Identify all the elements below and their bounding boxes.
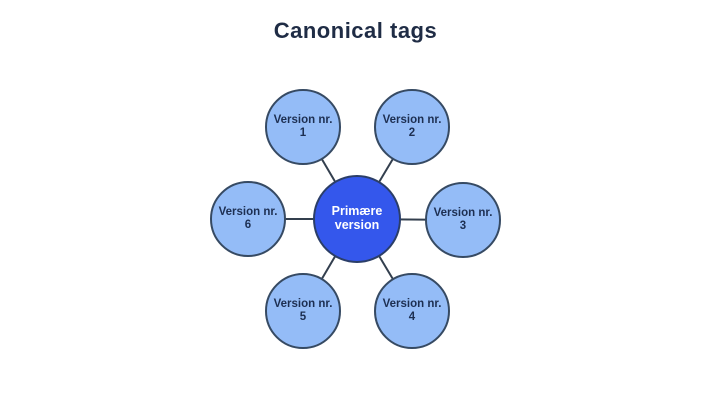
satellite-node-label: Version nr. 3 [433,207,493,232]
center-node-label: Primære version [331,204,383,232]
satellite-node-label: Version nr. 2 [382,114,442,139]
satellite-node-version-1: Version nr. 1 [265,89,341,165]
page-title: Canonical tags [273,18,438,43]
satellite-node-label: Version nr. 1 [273,114,333,139]
satellite-node-version-2: Version nr. 2 [374,89,450,165]
satellite-node-label: Version nr. 5 [273,298,333,323]
satellite-node-version-5: Version nr. 5 [265,273,341,349]
satellite-node-version-6: Version nr. 6 [210,181,286,257]
satellite-node-label: Version nr. 4 [382,298,442,323]
satellite-node-label: Version nr. 6 [218,206,278,231]
satellite-node-version-4: Version nr. 4 [374,273,450,349]
center-node-primary-version: Primære version [313,175,401,263]
satellite-node-version-3: Version nr. 3 [425,182,501,258]
